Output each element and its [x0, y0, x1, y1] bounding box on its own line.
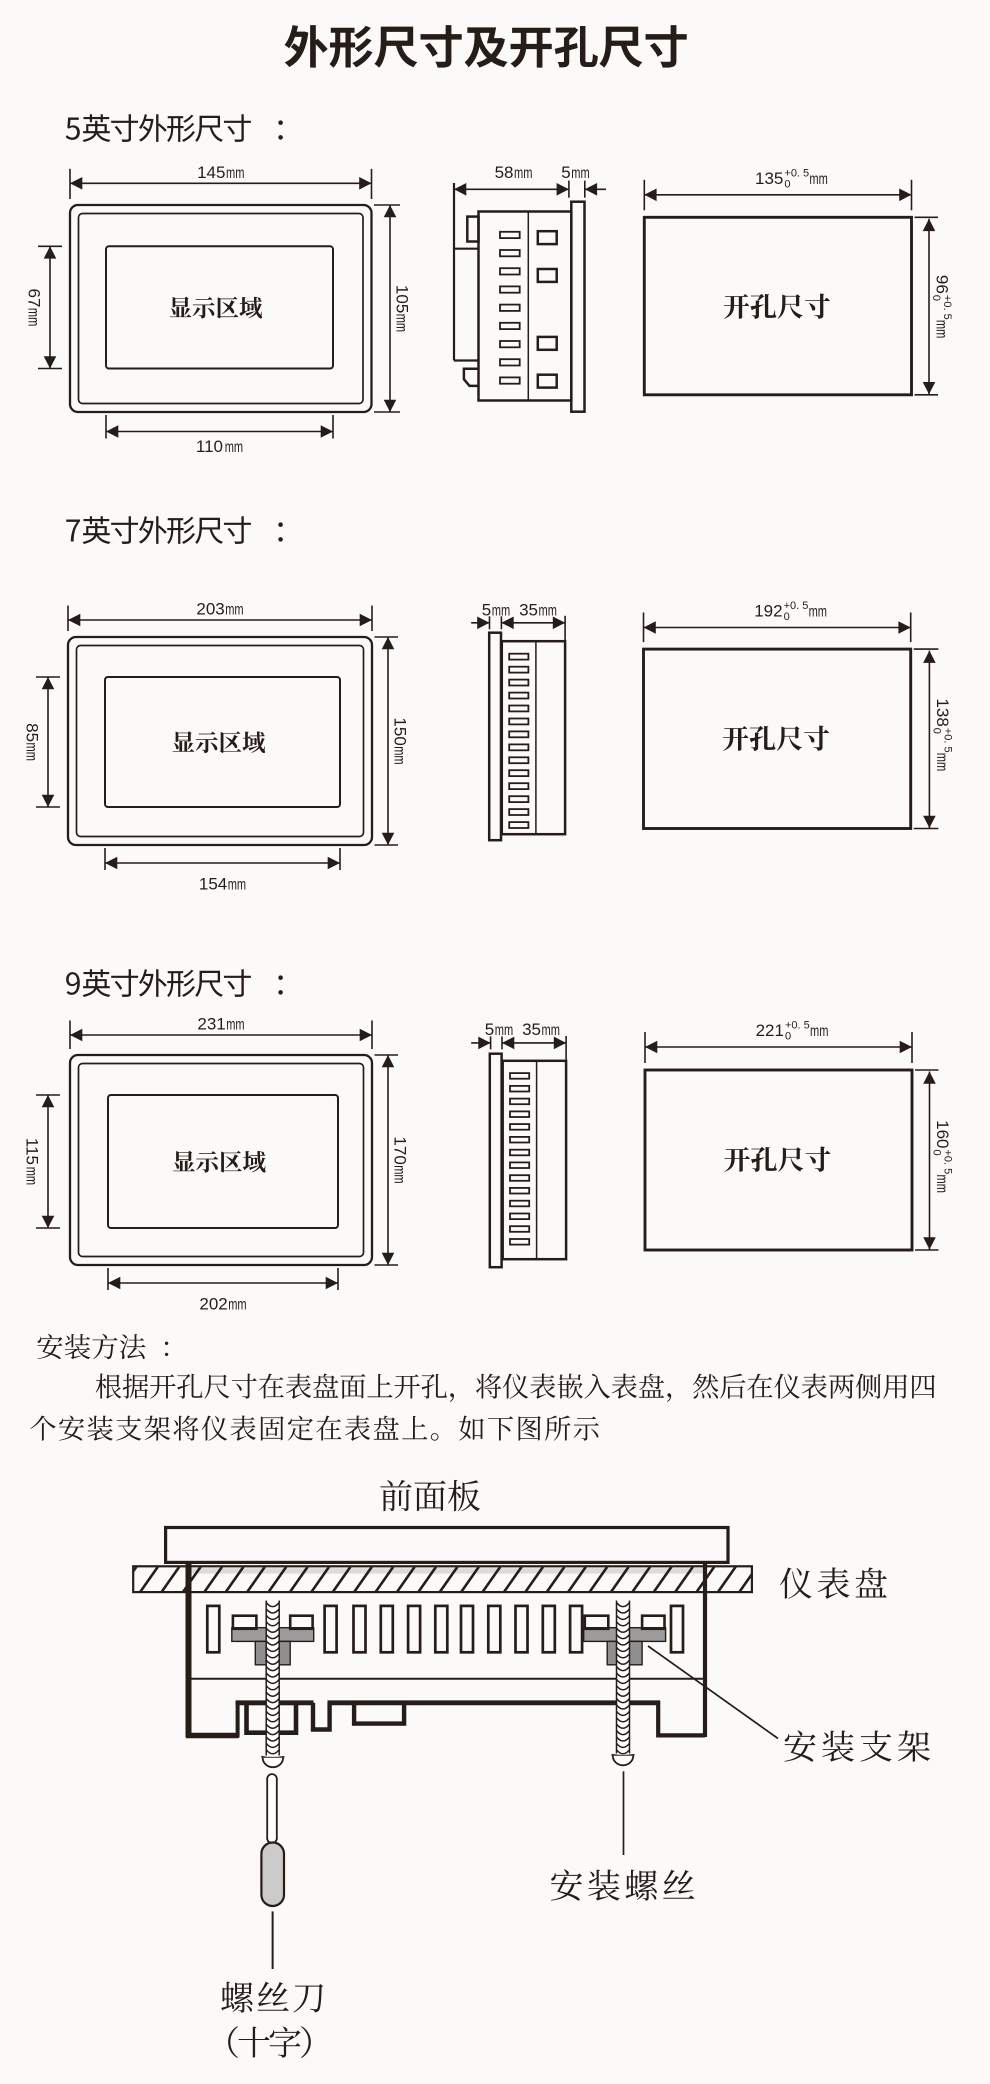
svg-text:202: 202 — [199, 1295, 227, 1314]
svg-text:115: 115 — [23, 1138, 42, 1165]
svg-text:mm: mm — [225, 439, 243, 456]
svg-text:0: 0 — [785, 1031, 791, 1043]
svg-text:+0. 5: +0. 5 — [784, 600, 809, 612]
svg-text:0: 0 — [930, 295, 942, 301]
svg-text:154: 154 — [199, 875, 227, 894]
svg-text:mm: mm — [809, 604, 827, 621]
svg-text:mm: mm — [226, 165, 244, 182]
svg-text:150: 150 — [391, 717, 410, 745]
svg-text:+0. 5: +0. 5 — [785, 1019, 810, 1031]
svg-text:mm: mm — [225, 602, 243, 619]
svg-text:+0. 5: +0. 5 — [942, 1150, 954, 1175]
svg-text:35: 35 — [522, 1020, 541, 1039]
svg-text:138: 138 — [933, 698, 952, 726]
svg-text:35: 35 — [519, 601, 538, 620]
svg-text:+0. 5: +0. 5 — [942, 728, 954, 753]
svg-text:mm: mm — [542, 1022, 560, 1039]
svg-text:0: 0 — [930, 728, 942, 734]
svg-text:mm: mm — [539, 603, 557, 620]
svg-text:mm: mm — [514, 165, 532, 182]
svg-text:0: 0 — [930, 1150, 942, 1156]
svg-text:203: 203 — [196, 600, 224, 619]
svg-text:+0. 5: +0. 5 — [784, 167, 809, 179]
svg-text:+0. 5: +0. 5 — [941, 295, 953, 320]
svg-text:mm: mm — [228, 1297, 246, 1314]
svg-text:0: 0 — [784, 611, 790, 623]
svg-text:mm: mm — [228, 877, 246, 894]
svg-text:mm: mm — [492, 603, 510, 620]
svg-text:170: 170 — [391, 1136, 410, 1164]
svg-text:145: 145 — [197, 163, 225, 182]
svg-text:mm: mm — [25, 308, 42, 326]
svg-text:221: 221 — [756, 1021, 784, 1040]
svg-text:mm: mm — [933, 753, 950, 771]
svg-text:mm: mm — [933, 1175, 950, 1193]
svg-text:105: 105 — [393, 285, 412, 313]
svg-text:85: 85 — [23, 723, 42, 742]
svg-text:mm: mm — [809, 171, 827, 188]
svg-text:mm: mm — [391, 1165, 408, 1183]
svg-text:mm: mm — [393, 314, 410, 332]
svg-text:231: 231 — [197, 1015, 225, 1034]
svg-text:135: 135 — [755, 169, 783, 188]
svg-text:192: 192 — [754, 602, 782, 621]
svg-text:67: 67 — [25, 289, 44, 308]
svg-text:mm: mm — [495, 1022, 513, 1039]
svg-text:5: 5 — [485, 1020, 494, 1039]
svg-text:mm: mm — [23, 1167, 40, 1185]
svg-text:5: 5 — [561, 163, 570, 182]
svg-text:110: 110 — [196, 437, 223, 456]
svg-text:mm: mm — [933, 320, 950, 338]
svg-text:mm: mm — [23, 743, 40, 761]
svg-text:mm: mm — [226, 1017, 244, 1034]
svg-text:mm: mm — [571, 165, 589, 182]
svg-text:mm: mm — [391, 746, 408, 764]
svg-text:96: 96 — [933, 275, 952, 294]
svg-text:mm: mm — [810, 1023, 828, 1040]
svg-text:0: 0 — [784, 179, 790, 191]
svg-text:160: 160 — [933, 1120, 952, 1148]
svg-text:58: 58 — [495, 163, 514, 182]
svg-text:5: 5 — [482, 601, 491, 620]
